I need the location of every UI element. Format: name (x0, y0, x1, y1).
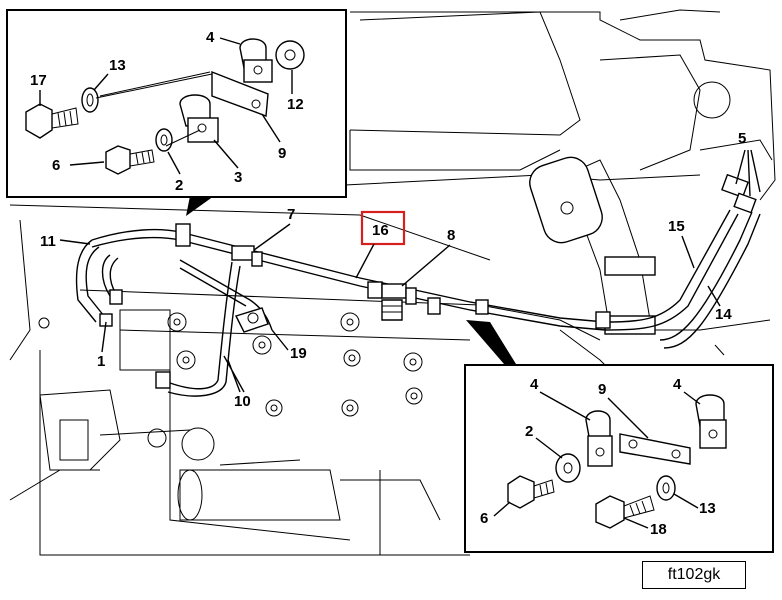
inset-top-callout-3: 3 (234, 169, 242, 186)
inset-bottom-callout-6: 6 (480, 510, 488, 527)
inset-bottom-callout-9: 9 (598, 381, 606, 398)
engine-outline (9, 9, 776, 556)
inset-bottom-callout-4-left: 4 (530, 376, 539, 393)
inset-top-callout-6: 6 (52, 157, 60, 174)
inset-top-left: 4 17 13 12 9 6 2 3 (6, 9, 347, 216)
callout-16: 16 (372, 222, 389, 239)
callout-5: 5 (738, 130, 746, 147)
inset-top-callout-13: 13 (109, 57, 126, 74)
inset-top-callout-4: 4 (206, 29, 215, 46)
line-fittings (99, 173, 757, 389)
figure-id-label: ft102gk (642, 561, 746, 589)
highlight-box (360, 210, 406, 246)
inset-bottom-callout-18: 18 (650, 521, 667, 538)
inset-bottom-callout-13: 13 (699, 500, 716, 517)
clamp-fitting (175, 223, 191, 247)
callout-7: 7 (287, 206, 295, 223)
inset-pointer (186, 196, 214, 216)
callout-14: 14 (715, 306, 732, 323)
callout-1: 1 (97, 353, 105, 370)
inset-bottom-callout-4-right: 4 (673, 376, 682, 393)
callout-10: 10 (234, 393, 251, 410)
inset-top-callout-17: 17 (30, 72, 47, 89)
tee-fitting (231, 245, 255, 261)
inset-bottom-right: 4 9 4 2 6 13 18 (464, 320, 774, 553)
callout-15: 15 (668, 218, 685, 235)
inset-top-callout-12: 12 (287, 96, 304, 113)
figure-id-text: ft102gk (667, 566, 721, 583)
inset-pointer (466, 320, 516, 364)
callout-8: 8 (447, 227, 455, 244)
inset-top-callout-2: 2 (175, 177, 183, 194)
inset-bottom-callout-2: 2 (525, 423, 533, 440)
callout-19: 19 (290, 345, 307, 362)
callout-11: 11 (40, 233, 56, 250)
inset-top-callout-9: 9 (278, 145, 286, 162)
main-callouts: 5 7 8 11 14 15 16 1 10 19 (40, 130, 761, 410)
